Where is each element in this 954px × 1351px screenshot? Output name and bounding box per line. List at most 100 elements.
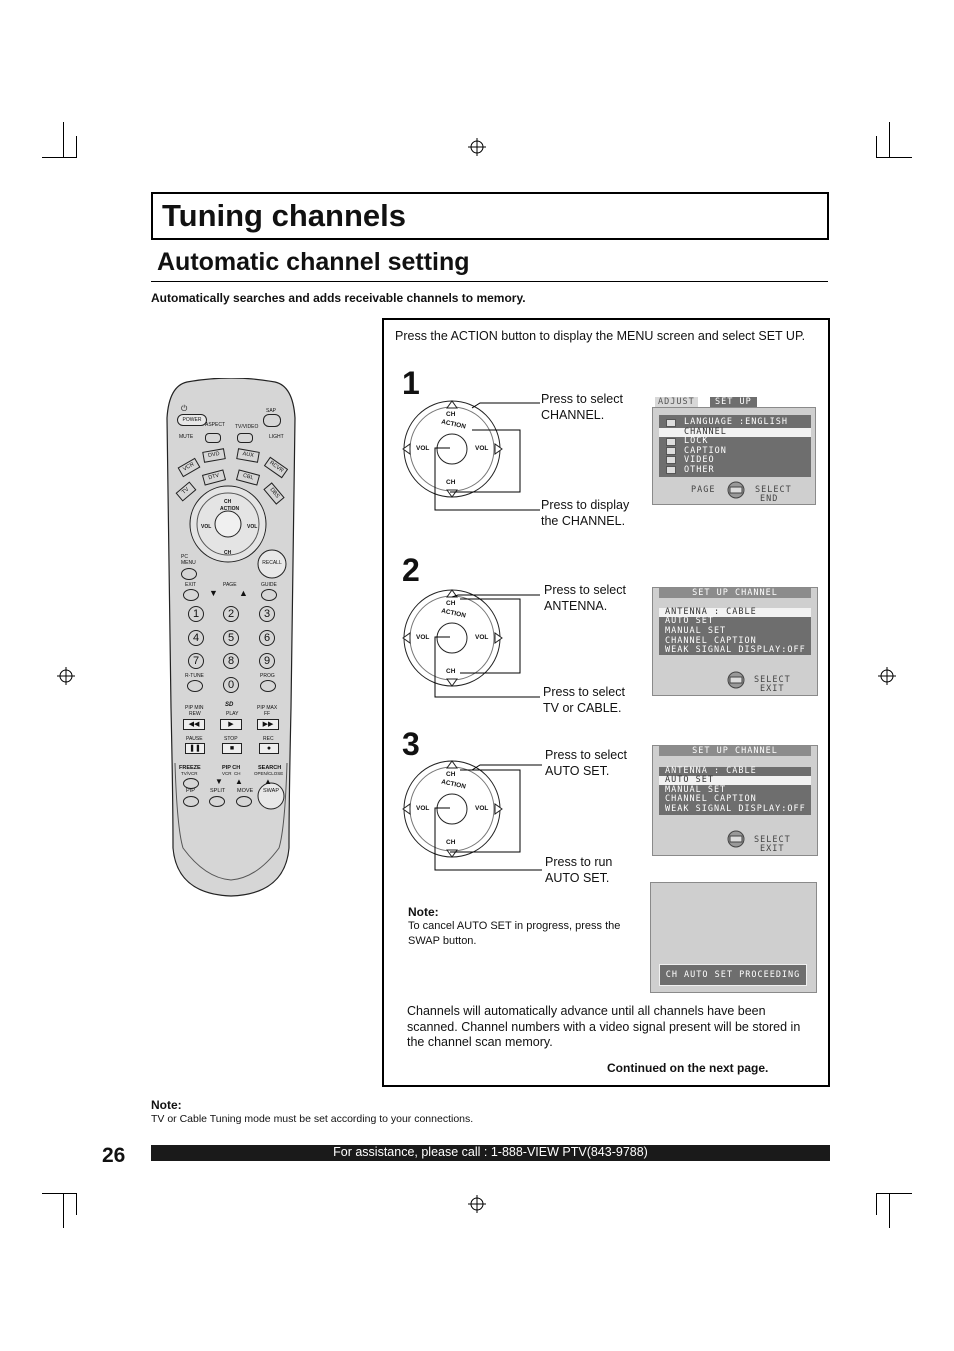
osd3-item-antenna[interactable]: ANTENNA : CABLE [665,766,757,776]
step-1-number: 1 [402,365,420,401]
aspect-button[interactable] [205,433,221,443]
rew-button[interactable]: ◀◀ [183,719,205,730]
ch-down-label: CH [446,668,456,675]
stop-label: STOP [224,736,238,742]
step-2-bottom-label: Press to select TV or CABLE. [543,685,625,715]
digit-8[interactable]: 8 [223,653,239,669]
remote-action-button[interactable] [216,512,240,536]
remote-action-label: ACTION [220,506,240,512]
pipch-label: PIP CH [222,765,241,771]
osd-item-caption[interactable]: CAPTION [684,446,727,456]
ch-up-label: CH [446,411,456,418]
osd2-item-autoset[interactable]: AUTO SET [665,616,714,626]
move-button[interactable] [236,796,252,807]
box-note-text: To cancel AUTO SET in progress, press th… [408,920,621,947]
pipmax-label: PIP MAX [257,705,278,711]
recall-button[interactable]: RECALL [262,560,282,566]
digit-5[interactable]: 5 [223,630,239,646]
osd-tab-adjust[interactable]: ADJUST [655,397,698,407]
continued-text: Continued on the next page. [607,1061,769,1075]
exit-label: EXIT [185,582,197,588]
ch-up-label: CH [446,600,456,607]
split-label: SPLIT [210,788,226,794]
osd-item-language[interactable]: LANGUAGE :ENGLISH [684,417,788,427]
pipch-down-button[interactable]: ▼ [215,777,223,786]
osd2-item-antenna[interactable]: ANTENNA : CABLE [659,608,811,617]
step-3-number: 3 [402,726,420,762]
vol-right-label: VOL [475,634,489,641]
rec-button[interactable]: ● [259,743,279,754]
play-button[interactable]: ▶ [220,719,242,730]
osd3-select-label: SELECT [754,835,791,845]
step-2-number: 2 [402,552,420,588]
osd-item-lock[interactable]: LOCK [684,436,709,446]
ff-label: FF [264,711,271,717]
page-down-button[interactable]: ▼ [209,588,218,598]
prog-button[interactable] [260,680,276,692]
search-button[interactable]: ▲ [264,777,272,786]
tvvideo-button[interactable] [237,433,253,443]
osd-item-channel[interactable]: CHANNEL [659,428,811,437]
vol-right-label: VOL [475,805,489,812]
osd2-item-caption[interactable]: CHANNEL CAPTION [665,636,757,646]
pipch-up-button[interactable]: ▲ [235,777,243,786]
sap-button[interactable] [263,414,281,427]
digit-4[interactable]: 4 [188,630,204,646]
mute-label: MUTE [179,434,194,440]
pcmenu-label: PC MENU [181,554,196,566]
registration-mark-top [468,138,486,156]
split-button[interactable] [209,796,225,807]
osd-end-label: END [760,494,779,504]
rtune-button[interactable] [187,680,203,692]
registration-mark-left [57,667,75,685]
osd2-item-manualset[interactable]: MANUAL SET [665,626,727,636]
remote-ch-down-label: CH [224,550,232,556]
osd-item-other[interactable]: OTHER [684,465,715,475]
step-2-action-pad[interactable]: CH ACTION VOL VOL CH [402,589,504,689]
pause-button[interactable]: ❚❚ [185,743,205,754]
osd2-item-weaksignal[interactable]: WEAK SIGNAL DISPLAY:OFF [665,645,806,655]
digit-9[interactable]: 9 [259,653,275,669]
freeze-button[interactable] [183,778,199,789]
step-3-callout-lines [434,764,542,871]
digit-1[interactable]: 1 [188,606,204,622]
digit-0[interactable]: 0 [223,677,239,693]
osd-tab-setup[interactable]: SET UP [710,397,757,407]
tvvcr-label: TV/VCR [181,771,198,776]
swap-button[interactable]: SWAP [263,788,279,794]
digit-3[interactable]: 3 [259,606,275,622]
remote-ch-up-label: CH [224,499,232,505]
step-3-bottom-label: Press to run AUTO SET. [545,855,613,885]
osd-item-video[interactable]: VIDEO [684,455,715,465]
osd-setup-menu: ADJUST SET UP LANGUAGE :ENGLISH CHANNEL … [652,397,816,505]
registration-mark-right [878,667,896,685]
guide-button[interactable] [261,589,277,601]
digit-2[interactable]: 2 [223,606,239,622]
step-1-action-pad[interactable]: CH ACTION VOL VOL CH [402,400,504,500]
osd3-item-manualset[interactable]: MANUAL SET [665,785,727,795]
step-1-callout-lines [434,402,540,511]
step-3-action-pad[interactable]: CH ACTION VOL VOL CH [402,760,504,860]
osd3-item-weaksignal[interactable]: WEAK SIGNAL DISPLAY:OFF [665,804,806,814]
osd2-exit-label: EXIT [760,684,785,694]
remote-vol-left-label: VOL [201,524,212,530]
stop-button[interactable]: ■ [222,743,242,754]
freeze-label: FREEZE [179,765,201,771]
osd3-item-caption[interactable]: CHANNEL CAPTION [665,794,757,804]
exit-button[interactable] [183,589,199,601]
page-label: PAGE [223,582,237,588]
osd-setup-channel-antenna: SET UP CHANNEL ANTENNA : CABLE AUTO SET … [652,587,818,696]
osd-page-label: PAGE [691,485,716,495]
pcmenu-button[interactable] [181,568,197,580]
page-up-button[interactable]: ▲ [239,588,248,598]
digit-7[interactable]: 7 [188,653,204,669]
pip-label: PIP [186,788,195,794]
ff-button[interactable]: ▶▶ [257,719,279,730]
power-button[interactable]: POWER [177,414,207,426]
osd2-header: SET UP CHANNEL [659,588,811,598]
osd3-item-autoset[interactable]: AUTO SET [659,776,811,785]
digit-6[interactable]: 6 [259,630,275,646]
pip-button[interactable] [183,796,199,807]
light-label: LIGHT [269,434,284,440]
remote-control: POWER ⏻ SAP ASPECT TV/VIDEO MUTE LIGHT V… [165,378,297,898]
